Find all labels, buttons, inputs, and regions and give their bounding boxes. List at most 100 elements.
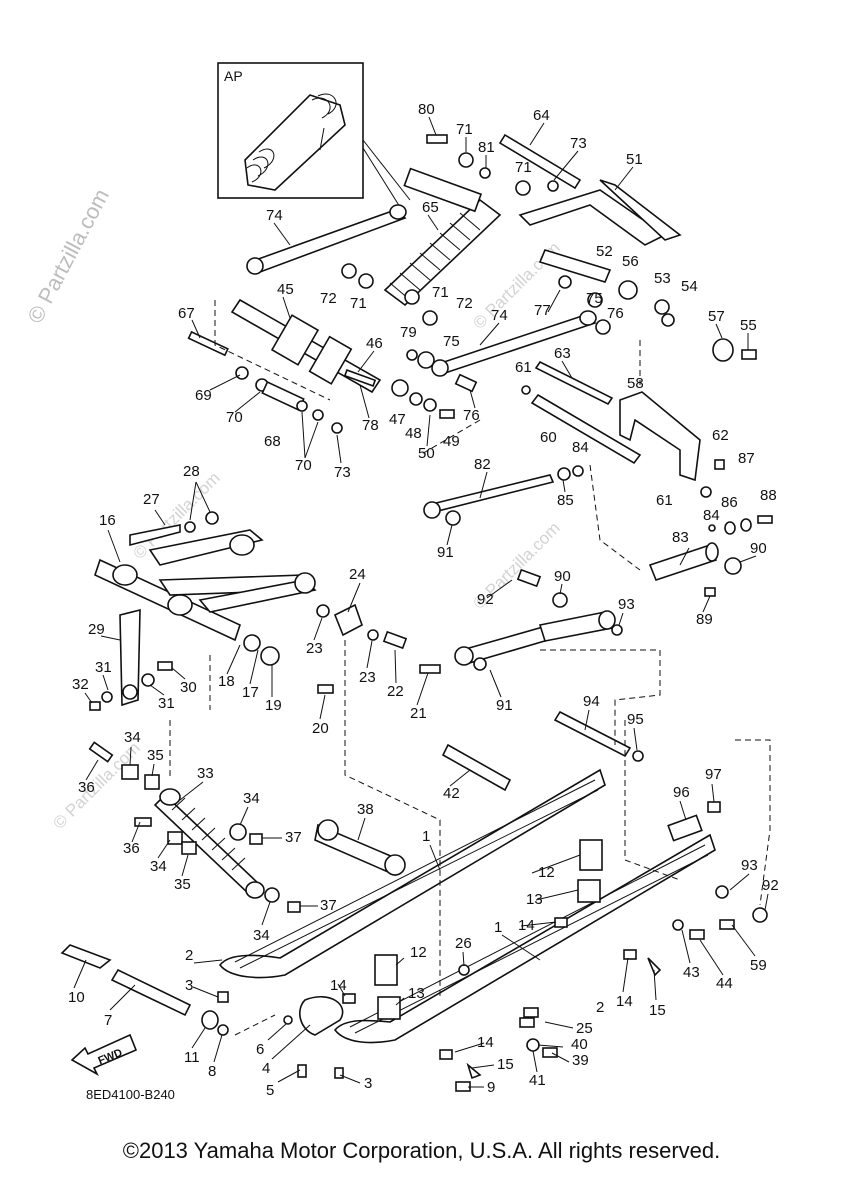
callout: 29 xyxy=(88,621,105,638)
hardware-34-37 xyxy=(88,741,301,913)
callout: 3 xyxy=(364,1075,372,1092)
callout: 23 xyxy=(359,669,376,686)
callout: 44 xyxy=(716,975,733,992)
callout: 92 xyxy=(477,591,494,608)
callout: 80 xyxy=(418,101,435,118)
guard-4-6 xyxy=(283,995,344,1036)
callout: 34 xyxy=(150,858,167,875)
shaft-45 xyxy=(230,298,382,394)
callout: 56 xyxy=(622,253,639,270)
callout: 11 xyxy=(184,1049,200,1066)
callout: 75 xyxy=(443,333,460,350)
callout: 75 xyxy=(586,290,603,307)
callout: 36 xyxy=(123,840,140,857)
callout: 60 xyxy=(540,429,557,446)
callout: 61 xyxy=(515,359,532,376)
callout: 18 xyxy=(218,673,235,690)
callout: 27 xyxy=(143,491,160,508)
callout: 13 xyxy=(526,891,543,908)
callout: 82 xyxy=(474,456,491,473)
callout: 14 xyxy=(616,993,633,1010)
callout: 97 xyxy=(705,766,722,783)
callout: 4 xyxy=(262,1060,270,1077)
callout: 70 xyxy=(295,457,312,474)
callout: 93 xyxy=(618,596,635,613)
callout: 90 xyxy=(554,568,571,585)
slide-rail-lower xyxy=(333,833,716,1044)
callout: 10 xyxy=(68,989,85,1006)
callout: 1 xyxy=(422,828,430,845)
slider-10-7 xyxy=(60,944,229,1036)
upper-hardware xyxy=(187,134,757,434)
callout: 92 xyxy=(762,877,779,894)
callout: 59 xyxy=(750,957,767,974)
callout: 72 xyxy=(320,290,337,307)
callout: 94 xyxy=(583,693,600,710)
callout: 88 xyxy=(760,487,777,504)
callout: 79 xyxy=(400,324,417,341)
upper-frame-51 xyxy=(518,179,682,283)
callout: 22 xyxy=(387,683,404,700)
callout: 8 xyxy=(208,1063,216,1080)
callout: 71 xyxy=(350,295,367,312)
leader-lines xyxy=(73,116,769,1088)
callout: 73 xyxy=(334,464,351,481)
callout: 23 xyxy=(306,640,323,657)
callout: 91 xyxy=(496,697,513,714)
callout: 71 xyxy=(456,121,473,138)
plate-29 xyxy=(89,608,173,711)
callout: 83 xyxy=(672,529,689,546)
axle-42 xyxy=(441,743,512,792)
callout: 70 xyxy=(226,409,243,426)
callout: 41 xyxy=(529,1072,546,1089)
callout: 17 xyxy=(242,684,259,701)
callout: 51 xyxy=(626,151,643,168)
callout: 15 xyxy=(497,1056,514,1073)
callout: 35 xyxy=(174,876,191,893)
callout: 77 xyxy=(534,302,551,319)
callout: 95 xyxy=(627,711,644,728)
callout: 89 xyxy=(696,611,713,628)
rod-82 xyxy=(423,385,725,526)
callout: 31 xyxy=(95,659,112,676)
callout: 91 xyxy=(437,544,454,561)
callout: 39 xyxy=(572,1052,589,1069)
callout: 5 xyxy=(266,1082,274,1099)
callout: 16 xyxy=(99,512,116,529)
rod-64 xyxy=(498,133,582,190)
boot-part xyxy=(244,93,346,191)
callout: 84 xyxy=(703,507,720,524)
callout: 68 xyxy=(264,433,281,450)
callout: 40 xyxy=(571,1036,588,1053)
callout: 24 xyxy=(349,566,366,583)
callout: 35 xyxy=(147,747,164,764)
callout: 34 xyxy=(124,729,141,746)
callout: 50 xyxy=(418,445,435,462)
callout: 21 xyxy=(410,705,427,722)
callout: 84 xyxy=(572,439,589,456)
callout: 25 xyxy=(576,1020,593,1037)
callout: 69 xyxy=(195,387,212,404)
callout: 48 xyxy=(405,425,422,442)
callout: 12 xyxy=(538,864,555,881)
callout: 74 xyxy=(491,307,508,324)
callout: 71 xyxy=(515,159,532,176)
callout: 36 xyxy=(78,779,95,796)
cylinder-91-93 xyxy=(454,568,623,671)
front-arm-16 xyxy=(94,511,317,642)
callout: 62 xyxy=(712,427,729,444)
upper-shock xyxy=(383,167,502,307)
callout: 46 xyxy=(366,335,383,352)
callout: 76 xyxy=(463,407,480,424)
callout: 37 xyxy=(320,897,337,914)
guide-lines xyxy=(169,300,771,1036)
callout: 96 xyxy=(673,784,690,801)
callout: 57 xyxy=(708,308,725,325)
callout: 55 xyxy=(740,317,757,334)
callout: 7 xyxy=(104,1012,112,1029)
bracket-58 xyxy=(619,391,701,482)
callout: 81 xyxy=(478,139,495,156)
callout: 53 xyxy=(654,270,671,287)
hardware-83-88 xyxy=(648,515,773,597)
